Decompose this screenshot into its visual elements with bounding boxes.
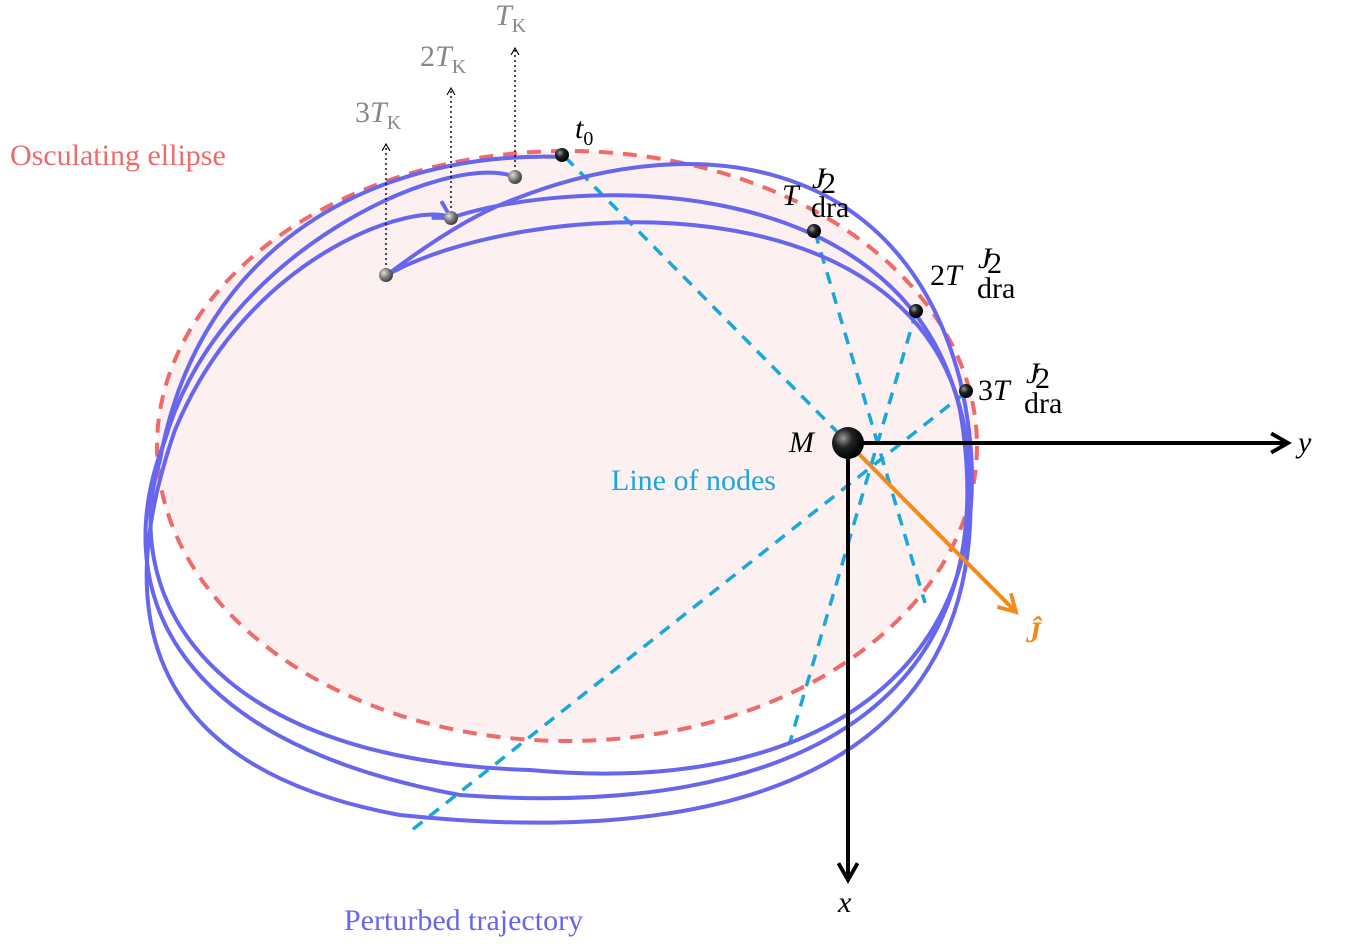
draconic-period-label-2: 2T J 2 dra [930,242,1015,305]
perturbed-trajectory-label: Perturbed trajectory [344,904,583,937]
svg-text:T: T [782,179,801,212]
central-mass [832,427,864,459]
keplerian-period-label-1: TK [495,0,527,37]
line-of-nodes-label: Line of nodes [611,464,776,497]
osculating-ellipse-label: Osculating ellipse [10,139,226,172]
y-axis-label: y [1295,426,1312,459]
x-axis-label: x [837,886,852,919]
svg-text:dra: dra [977,272,1015,305]
angular-momentum-arrow [846,441,1019,615]
svg-text:2: 2 [987,247,1002,280]
line-of-nodes [410,155,968,832]
draconic-marker-3 [959,384,973,398]
svg-text:3T: 3T [978,374,1012,407]
perturbed-trajectory [143,154,974,825]
draconic-marker-1 [807,224,821,238]
svg-text:dra: dra [811,191,849,224]
svg-text:J: J [812,162,827,195]
svg-text:2: 2 [1035,362,1050,395]
osculating-ellipse-fill [157,151,977,741]
central-mass-label: M [788,426,816,459]
draconic-marker-2 [909,304,923,318]
keplerian-period-leaders [381,46,520,275]
svg-text:2: 2 [821,167,836,200]
keplerian-marker-1 [508,170,522,184]
keplerian-marker-3 [379,268,393,282]
keplerian-period-label-3: 3TK [355,96,402,134]
svg-text:J: J [1026,357,1041,390]
keplerian-period-label-2: 2TK [420,40,467,78]
keplerian-marker-2 [444,211,458,225]
draconic-period-label-3: 3T J 2 dra [978,357,1062,420]
svg-text:J: J [978,242,993,275]
svg-text:dra: dra [1024,387,1062,420]
svg-text:2T: 2T [930,259,964,292]
start-marker [555,148,569,162]
osculating-ellipse [155,149,979,743]
t0-label: t0 [575,112,593,150]
draconic-period-label-1: T J 2 dra [782,162,849,224]
j-hat-label: Ĵ [1025,616,1043,649]
